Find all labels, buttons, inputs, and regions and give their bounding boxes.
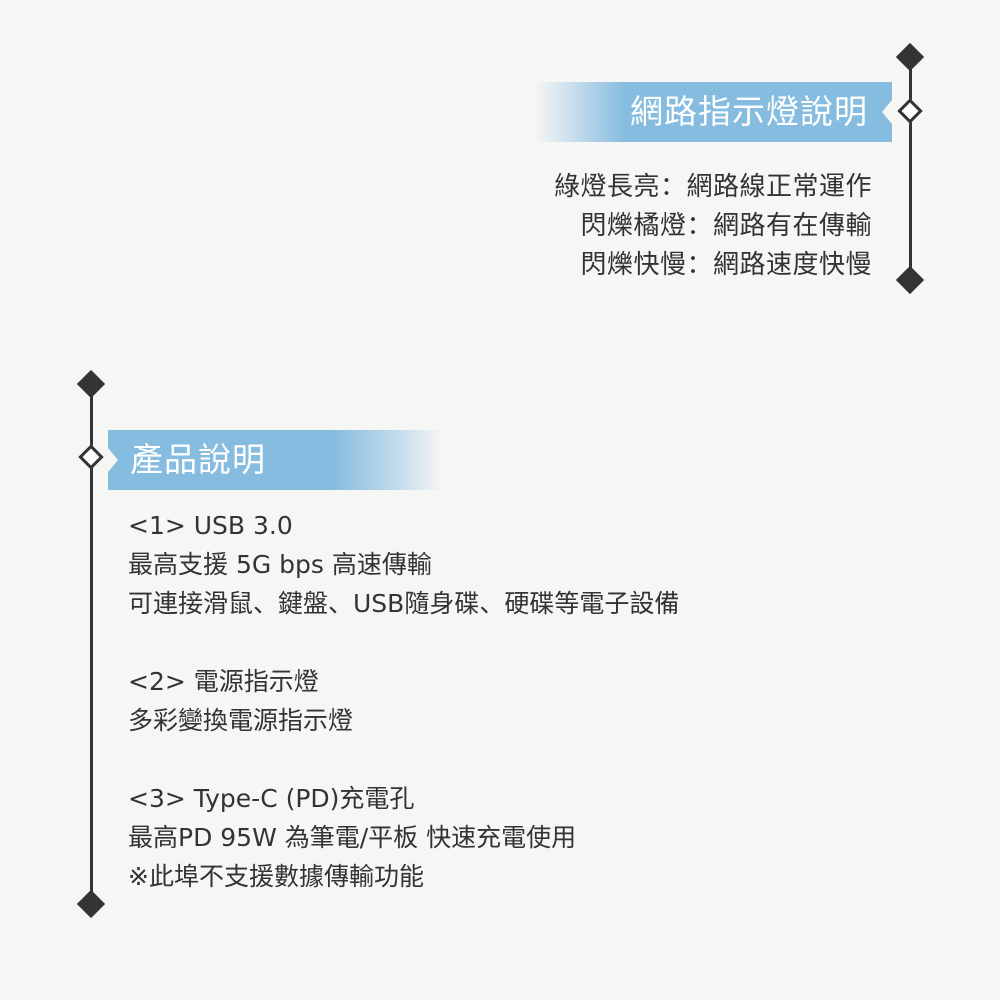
- diamond-outline-icon: [78, 444, 104, 470]
- product-block-power-indicator: <2> 電源指示燈 多彩變換電源指示燈: [128, 662, 679, 740]
- block-heading: <3> Type-C (PD)充電孔: [128, 784, 415, 813]
- indicator-row-speed: 閃爍快慢：網路速度快慢: [554, 246, 872, 285]
- indicator-description: 網路線正常運作: [686, 172, 872, 202]
- block-line: 多彩變換電源指示燈: [128, 706, 354, 735]
- product-description: <1> USB 3.0 最高支援 5G bps 高速傳輸 可連接滑鼠、鍵盤、US…: [128, 506, 679, 935]
- indicator-description: 網路速度快慢: [712, 250, 872, 280]
- block-line: 最高支援 5G bps 高速傳輸: [128, 550, 432, 579]
- indicator-separator: ：: [659, 172, 687, 202]
- diamond-filled-icon: [895, 42, 925, 72]
- block-line: 最高PD 95W 為筆電/平板 快速充電使用: [128, 823, 577, 852]
- product-block-typec: <3> Type-C (PD)充電孔 最高PD 95W 為筆電/平板 快速充電使…: [128, 779, 679, 896]
- indicator-label: 閃爍橘燈: [580, 211, 687, 241]
- network-section-title: 網路指示燈說明: [535, 82, 892, 142]
- network-section-title-text: 網路指示燈說明: [630, 92, 868, 131]
- diamond-filled-icon: [895, 265, 925, 295]
- indicator-description: 網路有在傳輸: [712, 211, 872, 241]
- indicator-separator: ：: [686, 250, 713, 280]
- timeline-line-left: [90, 384, 93, 904]
- block-line: 可連接滑鼠、鍵盤、USB隨身碟、硬碟等電子設備: [128, 589, 680, 618]
- block-heading: <1> USB 3.0: [128, 511, 293, 540]
- product-section-title: 產品說明: [108, 430, 443, 490]
- indicator-row-green: 綠燈長亮：網路線正常運作: [554, 168, 872, 207]
- product-block-usb: <1> USB 3.0 最高支援 5G bps 高速傳輸 可連接滑鼠、鍵盤、US…: [128, 506, 679, 623]
- timeline-line-right: [909, 57, 912, 281]
- diamond-filled-icon: [76, 369, 106, 399]
- block-heading: <2> 電源指示燈: [128, 667, 319, 696]
- indicator-label: 閃爍快慢: [580, 250, 687, 280]
- network-indicator-list: 綠燈長亮：網路線正常運作 閃爍橘燈：網路有在傳輸 閃爍快慢：網路速度快慢: [554, 168, 872, 285]
- diamond-filled-icon: [76, 889, 106, 919]
- diamond-outline-icon: [897, 98, 923, 124]
- indicator-separator: ：: [686, 211, 713, 241]
- indicator-row-orange: 閃爍橘燈：網路有在傳輸: [554, 207, 872, 246]
- indicator-label: 綠燈長亮: [553, 172, 660, 202]
- product-section-title-text: 產品說明: [130, 440, 266, 479]
- block-line: ※此埠不支援數據傳輸功能: [128, 862, 424, 891]
